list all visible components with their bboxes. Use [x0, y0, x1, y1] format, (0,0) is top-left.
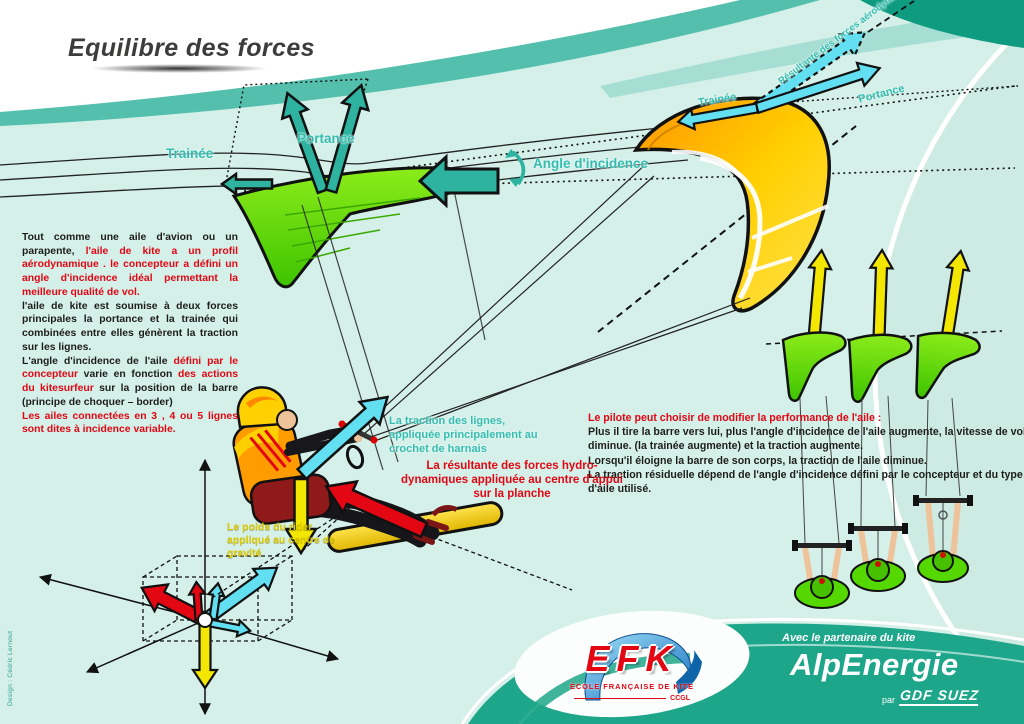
lift-arrow — [324, 82, 371, 195]
head — [276, 409, 298, 431]
label-poids-rider: Le poids du rider appliqué au centre de … — [227, 521, 335, 560]
cyan-axis-arrow — [199, 566, 279, 627]
partner-name: AlpEnergie — [790, 647, 959, 682]
intro-text-block: Tout comme une aile d'avion ou un parape… — [22, 231, 238, 437]
profile-lines — [799, 395, 961, 544]
traction-arrow — [295, 395, 390, 481]
pilot-text-block: Le pilote peut choisir de modifier la pe… — [588, 411, 1024, 496]
page-title: Equilibre des forces — [68, 34, 315, 62]
label-traction-lignes: La traction des lignes, appliquée princi… — [389, 415, 538, 455]
kitesurfer — [232, 386, 504, 556]
paragraph: Tout comme une aile d'avion ou un parape… — [22, 232, 238, 298]
efk-swoosh-icon — [584, 633, 702, 701]
figure-bar-mid — [848, 523, 908, 592]
rider-dashed-lines — [211, 505, 573, 599]
incidence-profiles — [765, 247, 1003, 544]
angle-arc — [505, 149, 526, 187]
design-credit: Design : Cédric Lernout — [7, 630, 14, 706]
wind-arrow — [417, 153, 500, 209]
partner-prefix: par — [882, 695, 896, 705]
pilot-text-heading: Le pilote peut choisir de modifier la pe… — [588, 412, 882, 424]
center-of-gravity-dot — [197, 612, 213, 628]
efk-sub-label: CCGL — [670, 695, 690, 702]
resultant-arrow — [280, 91, 330, 195]
aero-resultant-arrow — [752, 31, 867, 115]
chicken-loop — [345, 444, 365, 470]
title-underline-swoosh — [90, 64, 268, 73]
label-resultante-hydro: La résultante des forces hydro-dynamique… — [401, 460, 623, 500]
efk-acronym: EFK — [585, 638, 679, 679]
label-angle-incidence: Angle d'incidence — [533, 156, 648, 171]
kite-profile-left — [231, 166, 486, 341]
lift-arrow-profile-2 — [868, 247, 895, 340]
helmet — [236, 386, 288, 429]
kite-3d-arrows — [676, 31, 882, 131]
lift-arrows-left — [219, 82, 371, 197]
pilot-text-line: La traction résiduelle dépend de l'angle… — [588, 468, 1023, 495]
kite-lines — [301, 161, 751, 471]
efk-school-name: ÉCOLE FRANÇAISE DE KITE — [569, 682, 695, 691]
drag-arrow-3d — [676, 102, 760, 131]
efk-sub-row: CCGL — [574, 695, 690, 702]
efk-divider — [574, 698, 667, 699]
label-portance-left: Portance — [297, 131, 355, 146]
lift-arrow-profile-3 — [940, 248, 971, 341]
figure-bar-released — [913, 495, 973, 583]
lift-arrow-3d — [754, 61, 882, 115]
partner-heading: Avec le partenaire du kite — [782, 632, 916, 644]
paragraph: L'angle d'incidence de l'aile défini par… — [22, 355, 238, 408]
paragraph: Les ailes connectées en 3 , 4 ou 5 ligne… — [22, 410, 238, 436]
hydro-arrow — [324, 479, 429, 539]
label-trainee-left: Trainée — [166, 146, 214, 161]
pilot-text-line: Plus il tire la barre vers lui, plus l'a… — [588, 426, 1024, 453]
force-axes-diagram — [38, 458, 340, 716]
lift-arrow-profile-1 — [807, 248, 833, 340]
gdf-suez-logo: GDF SUEZ — [899, 687, 980, 706]
weight-arrow — [283, 477, 319, 556]
pilot-text-line: Lorsqu'il éloigne la barre de son corps,… — [588, 454, 927, 467]
paragraph: l'aile de kite est soumise à deux forces… — [22, 300, 238, 353]
yellow-axis-arrow — [190, 622, 220, 690]
drag-arrow — [219, 171, 274, 197]
figure-bar-pulled — [792, 540, 852, 609]
bar-position-figures — [792, 495, 973, 609]
efk-logo: EFK ÉCOLE FRANÇAISE DE KITE CCGL — [556, 622, 708, 720]
